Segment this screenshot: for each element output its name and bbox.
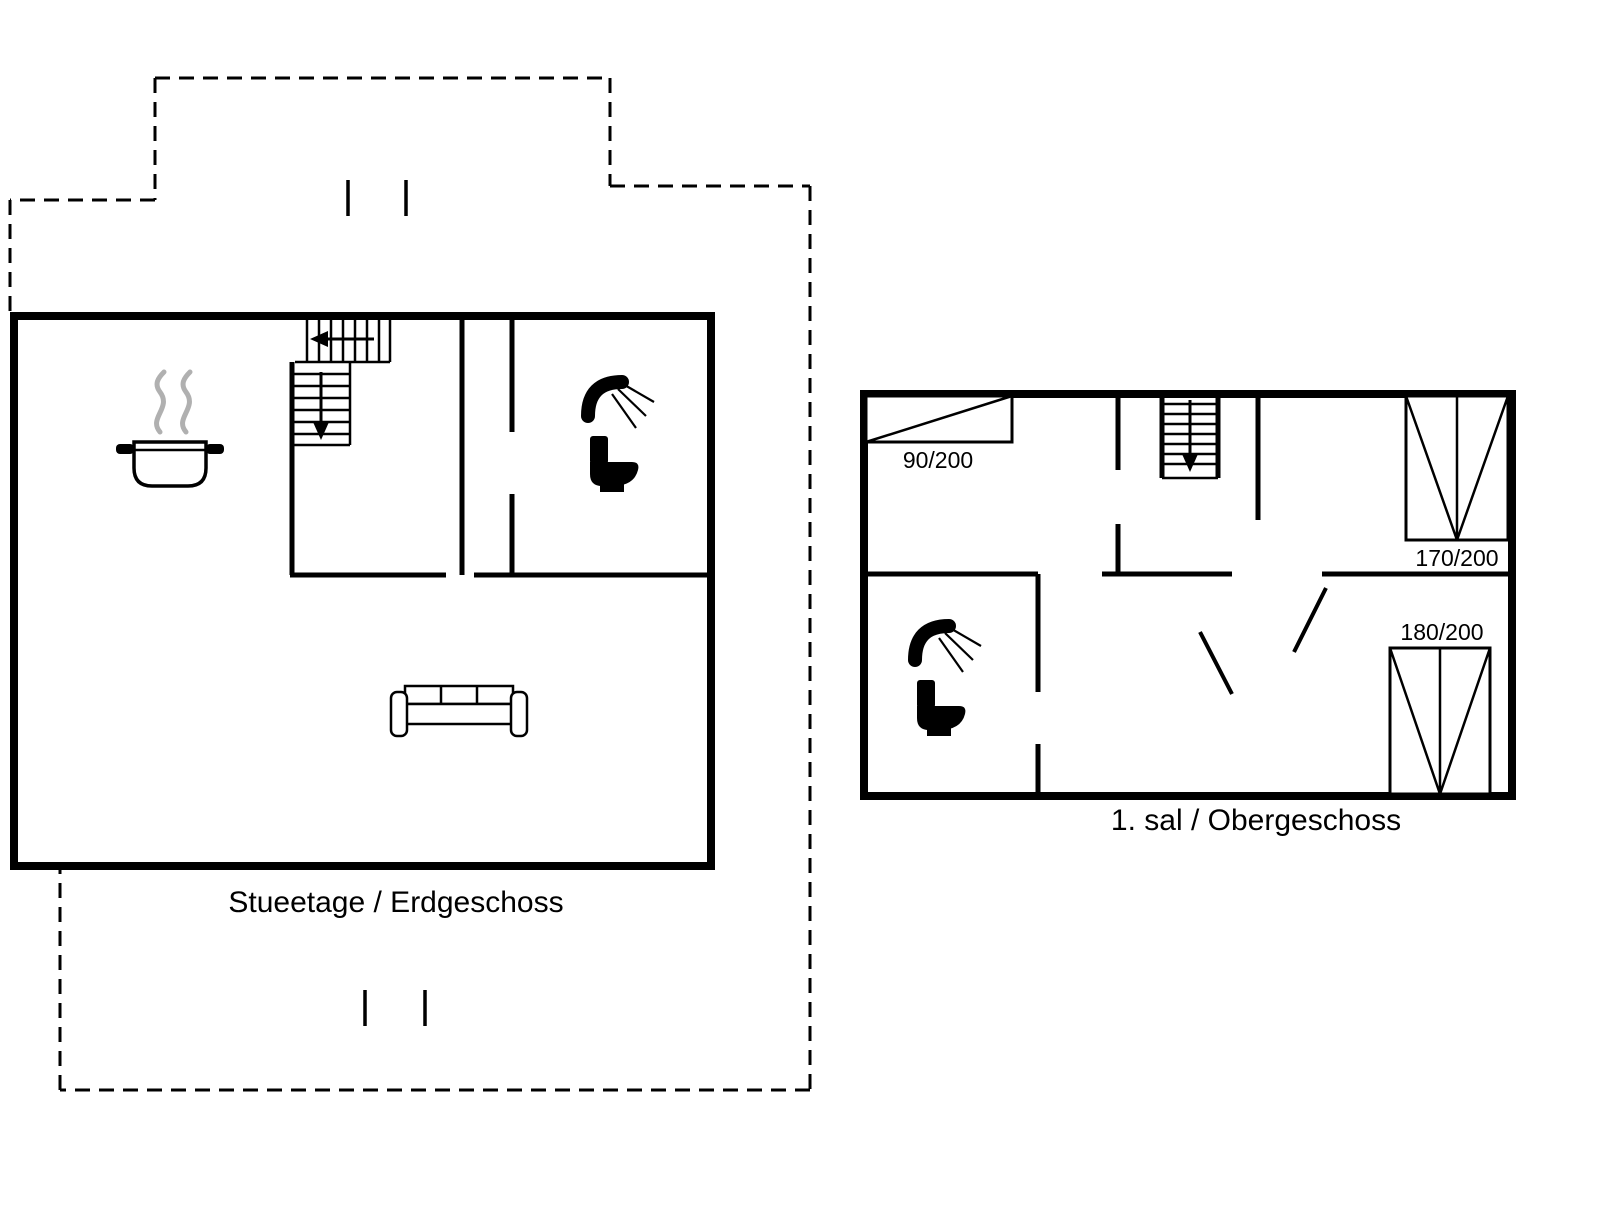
bed-diagonal [865, 394, 1013, 444]
ground-interior-walls [289, 316, 711, 578]
sofa-armrest-left [389, 690, 409, 738]
sofa-armrest-right [509, 690, 529, 738]
bed-size-label: 180/200 [1400, 619, 1483, 645]
bed-90x200-icon: 90/200 [864, 394, 1014, 473]
stair-arrowhead-down [1182, 454, 1198, 472]
stair-arrowhead-down [313, 422, 329, 440]
pot-handle-right [206, 444, 224, 454]
steam-icon [154, 369, 167, 435]
cooking-pot-icon [116, 369, 224, 488]
upper-interior-walls [864, 394, 1512, 796]
ground-outer-wall [10, 312, 715, 870]
bed-size-label: 170/200 [1415, 545, 1498, 571]
ground-floor-label: Stueetage / Erdgeschoss [228, 886, 563, 919]
bed-170x200-icon: 170/200 [1404, 394, 1510, 571]
bed-pattern [1404, 395, 1510, 541]
staircase-down-icon [1162, 400, 1218, 480]
upper-floor-plan: 90/200 170/200 180/200 1. sal / Obergesc… [860, 390, 1516, 837]
upper-floor-label: 1. sal / Obergeschoss [1111, 804, 1401, 837]
door-swing-lines [1198, 587, 1328, 695]
stair-arrowhead-left [310, 331, 328, 347]
pot-handle-left [116, 444, 134, 454]
ground-floor-plan: Stueetage / Erdgeschoss [8, 76, 812, 1092]
bed-size-label: 90/200 [903, 447, 973, 473]
bed-180x200-icon: 180/200 [1388, 619, 1492, 796]
sofa-seat [403, 702, 515, 726]
steam-icon [180, 369, 193, 435]
terrace-outline [8, 76, 812, 1092]
sofa-back [403, 684, 515, 706]
staircase-up-icon [292, 316, 392, 447]
terrace-opening-marks [346, 180, 427, 1026]
bed-pattern [1388, 647, 1492, 795]
sofa-icon [389, 684, 529, 738]
pot-body [132, 440, 208, 488]
